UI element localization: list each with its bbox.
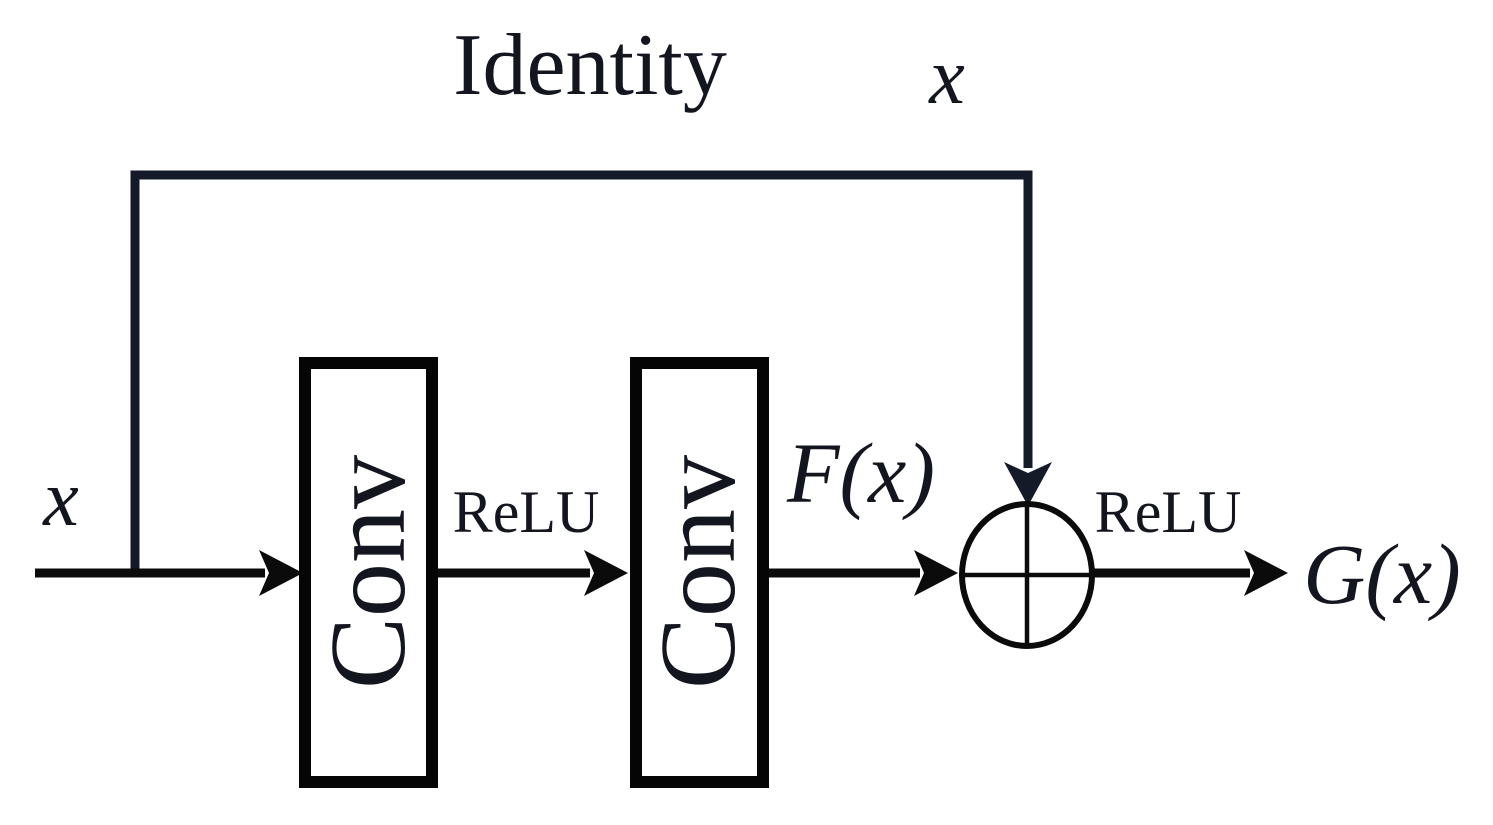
input-x-label: x [43,455,79,543]
output-function-label: G(x) [1303,526,1461,622]
conv1-box-label: Conv [309,454,428,690]
skip-signal-x-label: x [929,33,965,121]
conv2-box [630,357,769,788]
relu1-label: ReLU [452,479,600,545]
conv2-box-label: Conv [639,454,758,690]
conv1-to-conv2-arrowhead-icon [584,550,628,596]
conv1-box [299,357,438,788]
skip-connection-line [130,170,1033,573]
conv2-to-sum-arrowhead-icon [914,550,958,596]
residual-function-label: F(x) [787,425,935,521]
input-arrowhead-icon [259,550,303,596]
output-arrowhead-icon [1244,550,1288,596]
relu2-label: ReLU [1094,479,1242,545]
identity-title-label: Identity [453,17,727,114]
skip-arrowhead-down-icon [1004,462,1052,506]
sum-node [959,501,1095,649]
